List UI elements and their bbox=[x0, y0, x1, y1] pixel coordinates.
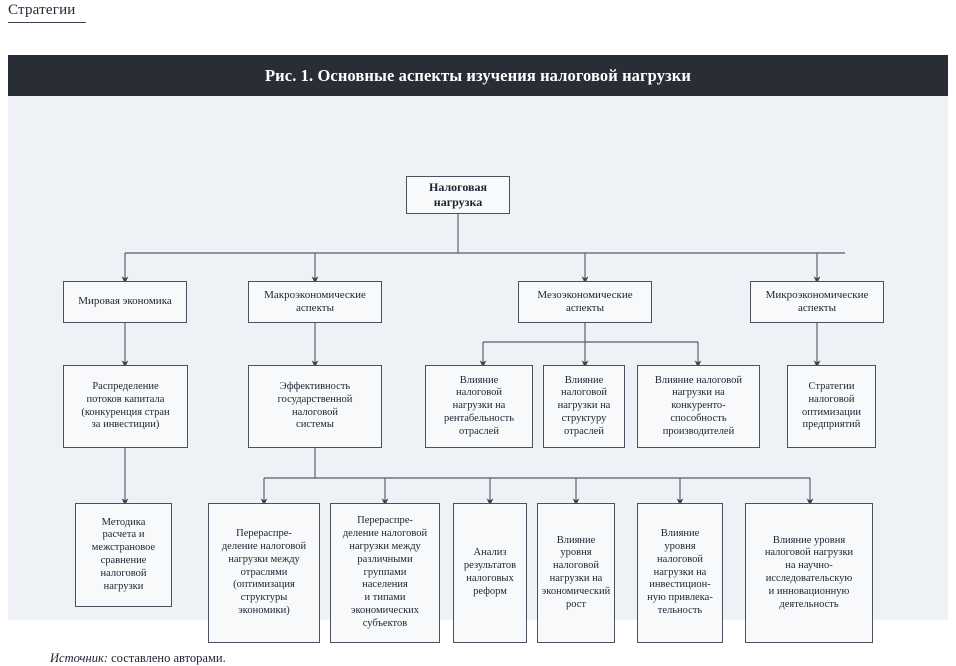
source-label: Источник: bbox=[50, 651, 108, 665]
page-heading: Стратегии bbox=[8, 2, 76, 18]
figure-page: Стратегии Рис. 1. Основные аспекты изуче… bbox=[8, 2, 948, 665]
connector-layer bbox=[121, 214, 845, 506]
node-mirovaya-ekonomika[interactable]: Мировая экономика bbox=[63, 281, 187, 323]
node-label: Мировая экономика bbox=[78, 295, 172, 308]
source-note: Источник: составлено авторами. bbox=[50, 651, 226, 666]
figure-title: Рис. 1. Основные аспекты изучения налого… bbox=[265, 65, 691, 85]
page-heading-rule bbox=[8, 22, 86, 23]
figure-title-bar bbox=[8, 55, 948, 96]
figure-panel: Рис. 1. Основные аспекты изучения налого… bbox=[8, 55, 948, 665]
source-text: составлено авторами. bbox=[107, 651, 226, 665]
